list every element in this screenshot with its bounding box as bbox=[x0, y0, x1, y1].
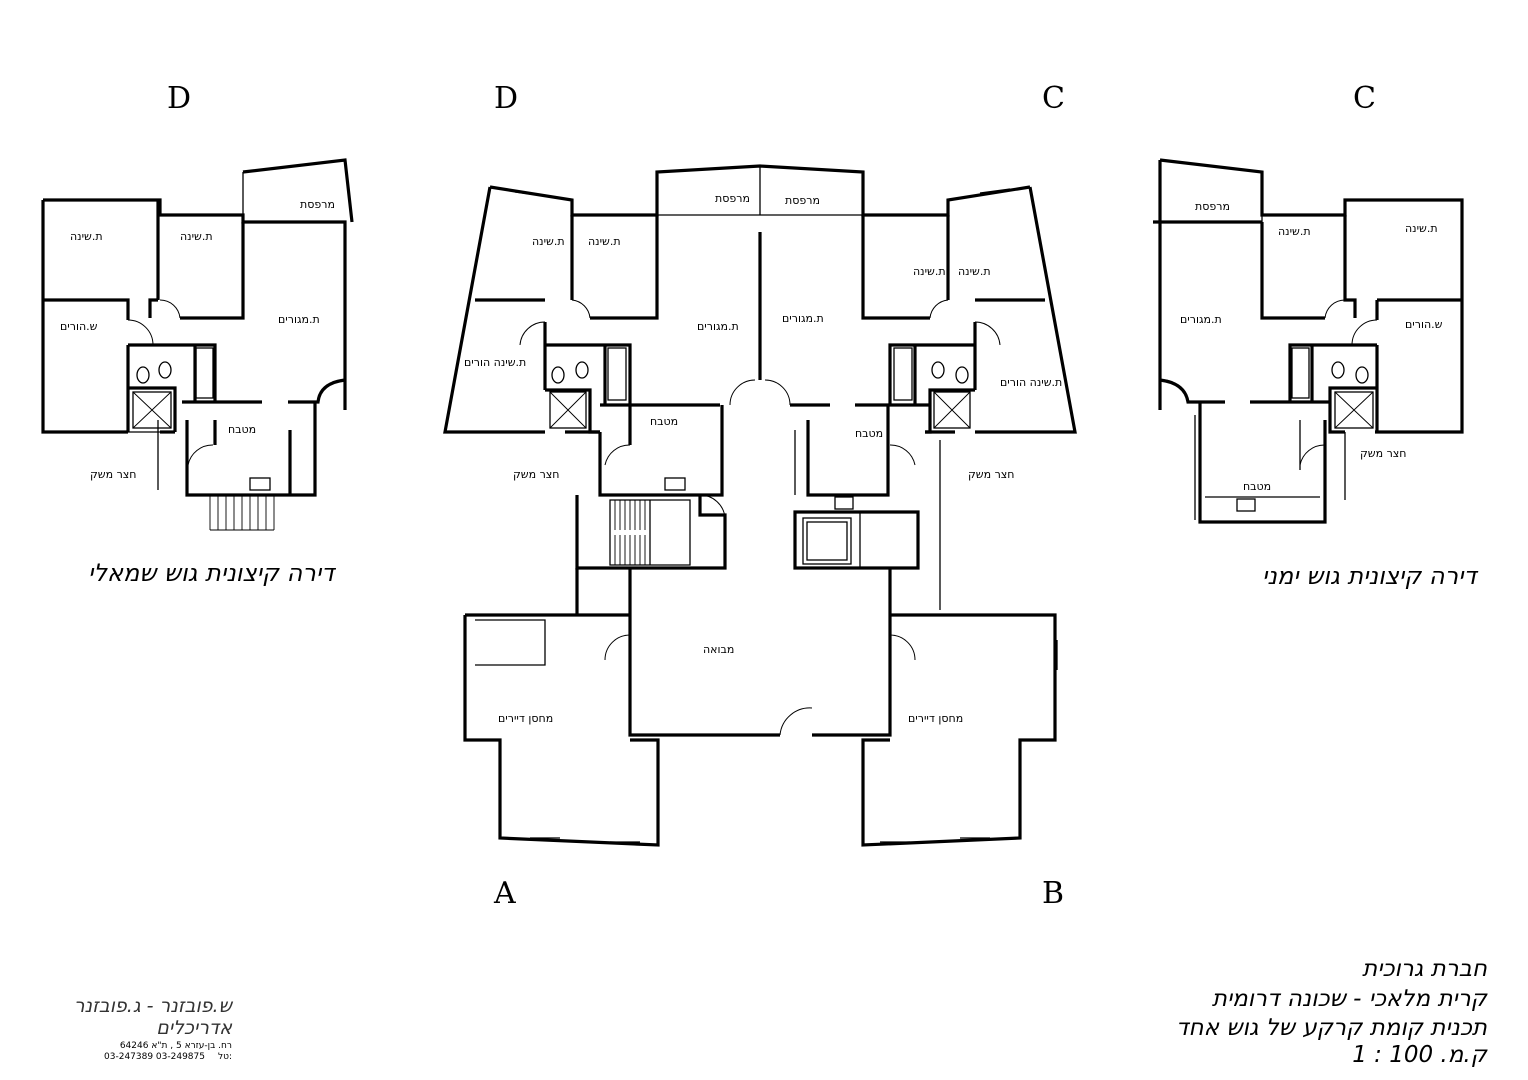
room-label: ת.מגורים bbox=[697, 320, 739, 333]
room-label: ת.שינה bbox=[913, 265, 946, 278]
axis-label-a: A bbox=[493, 876, 516, 911]
drawing-scale: ק.מ. 100 : 1 bbox=[1352, 1042, 1488, 1068]
room-label: ש.הורים bbox=[60, 320, 98, 333]
phone-label: טל: bbox=[218, 1052, 232, 1062]
architect-names: ש.פובזנר - ג.פובזנר bbox=[74, 995, 234, 1017]
project-name: קרית מלאכי - שכונה דרומית bbox=[1212, 986, 1489, 1012]
room-label: מטבח bbox=[650, 415, 678, 428]
architect-phones: 03-247389 03-249875 bbox=[104, 1052, 205, 1062]
axis-label-c-center: C bbox=[1042, 81, 1065, 116]
room-label: מטבח bbox=[1243, 480, 1271, 493]
room-label: ת.שינה bbox=[588, 235, 621, 248]
room-label: מרפסת bbox=[785, 194, 820, 207]
room-label: מטבח bbox=[855, 427, 883, 440]
right-end-apartment-plan: מרפסת ת.שינה ת.שינה ת.מגורים ש.הורים חצר… bbox=[1153, 158, 1464, 524]
left-plan-title: דירה קיצונית גוש שמאלי bbox=[88, 559, 336, 587]
room-label: ת.שינה bbox=[1278, 225, 1311, 238]
left-end-apartment-plan: ת.שינה ת.שינה מרפסת ת.מגורים ש.הורים מטב… bbox=[41, 158, 354, 531]
room-label: ת.שינה הורים bbox=[1000, 376, 1062, 389]
room-label: ת.שינה bbox=[180, 230, 213, 243]
room-label: מרפסת bbox=[715, 192, 750, 205]
axis-label-d-left: D bbox=[167, 81, 191, 116]
right-plan-title: דירה קיצונית גוש ימני bbox=[1262, 562, 1478, 590]
room-label: ת.מגורים bbox=[278, 313, 320, 326]
room-label: ת.שינה bbox=[532, 235, 565, 248]
room-label: מרפסת bbox=[300, 198, 335, 211]
company-name: חברת גרוכית bbox=[1362, 956, 1487, 982]
architect-address: רח. בן-עזרא 5 , ת"א 64246 bbox=[120, 1041, 232, 1051]
room-label: ת.שינה הורים bbox=[464, 356, 526, 369]
title-block: חברת גרוכית קרית מלאכי - שכונה דרומית תכ… bbox=[1176, 956, 1489, 1068]
architect-stamp: ש.פובזנר - ג.פובזנר אדריכלים רח. בן-עזרא… bbox=[74, 995, 234, 1062]
room-label: ת.שינה bbox=[958, 265, 991, 278]
axis-label-d-center: D bbox=[494, 81, 518, 116]
room-label: ת.שינה bbox=[70, 230, 103, 243]
room-label: מחסן דיירים bbox=[498, 712, 553, 725]
axis-label-c-right: C bbox=[1353, 81, 1376, 116]
drawing-name: תכנית קומת קרקע של גוש אחד bbox=[1176, 1015, 1487, 1041]
room-label: חצר משק bbox=[968, 468, 1015, 481]
room-label: ש.הורים bbox=[1405, 318, 1443, 331]
room-label: מרפסת bbox=[1195, 200, 1230, 213]
central-block-plan: ת.שינה ת.שינה מרפסת מרפסת ת.מגורים ת.מגו… bbox=[443, 164, 1077, 847]
room-label: חצר משק bbox=[90, 468, 137, 481]
room-label: ת.מגורים bbox=[1180, 313, 1222, 326]
room-label: מחסן דיירים bbox=[908, 712, 963, 725]
room-label: ת.מגורים bbox=[782, 312, 824, 325]
room-label: מבואה bbox=[703, 643, 734, 656]
room-label: חצר משק bbox=[513, 468, 560, 481]
architect-title: אדריכלים bbox=[156, 1017, 232, 1039]
axis-label-b: B bbox=[1042, 876, 1064, 911]
room-label: מטבח bbox=[228, 423, 256, 436]
room-label: ת.שינה bbox=[1405, 222, 1438, 235]
room-label: חצר משק bbox=[1360, 447, 1407, 460]
